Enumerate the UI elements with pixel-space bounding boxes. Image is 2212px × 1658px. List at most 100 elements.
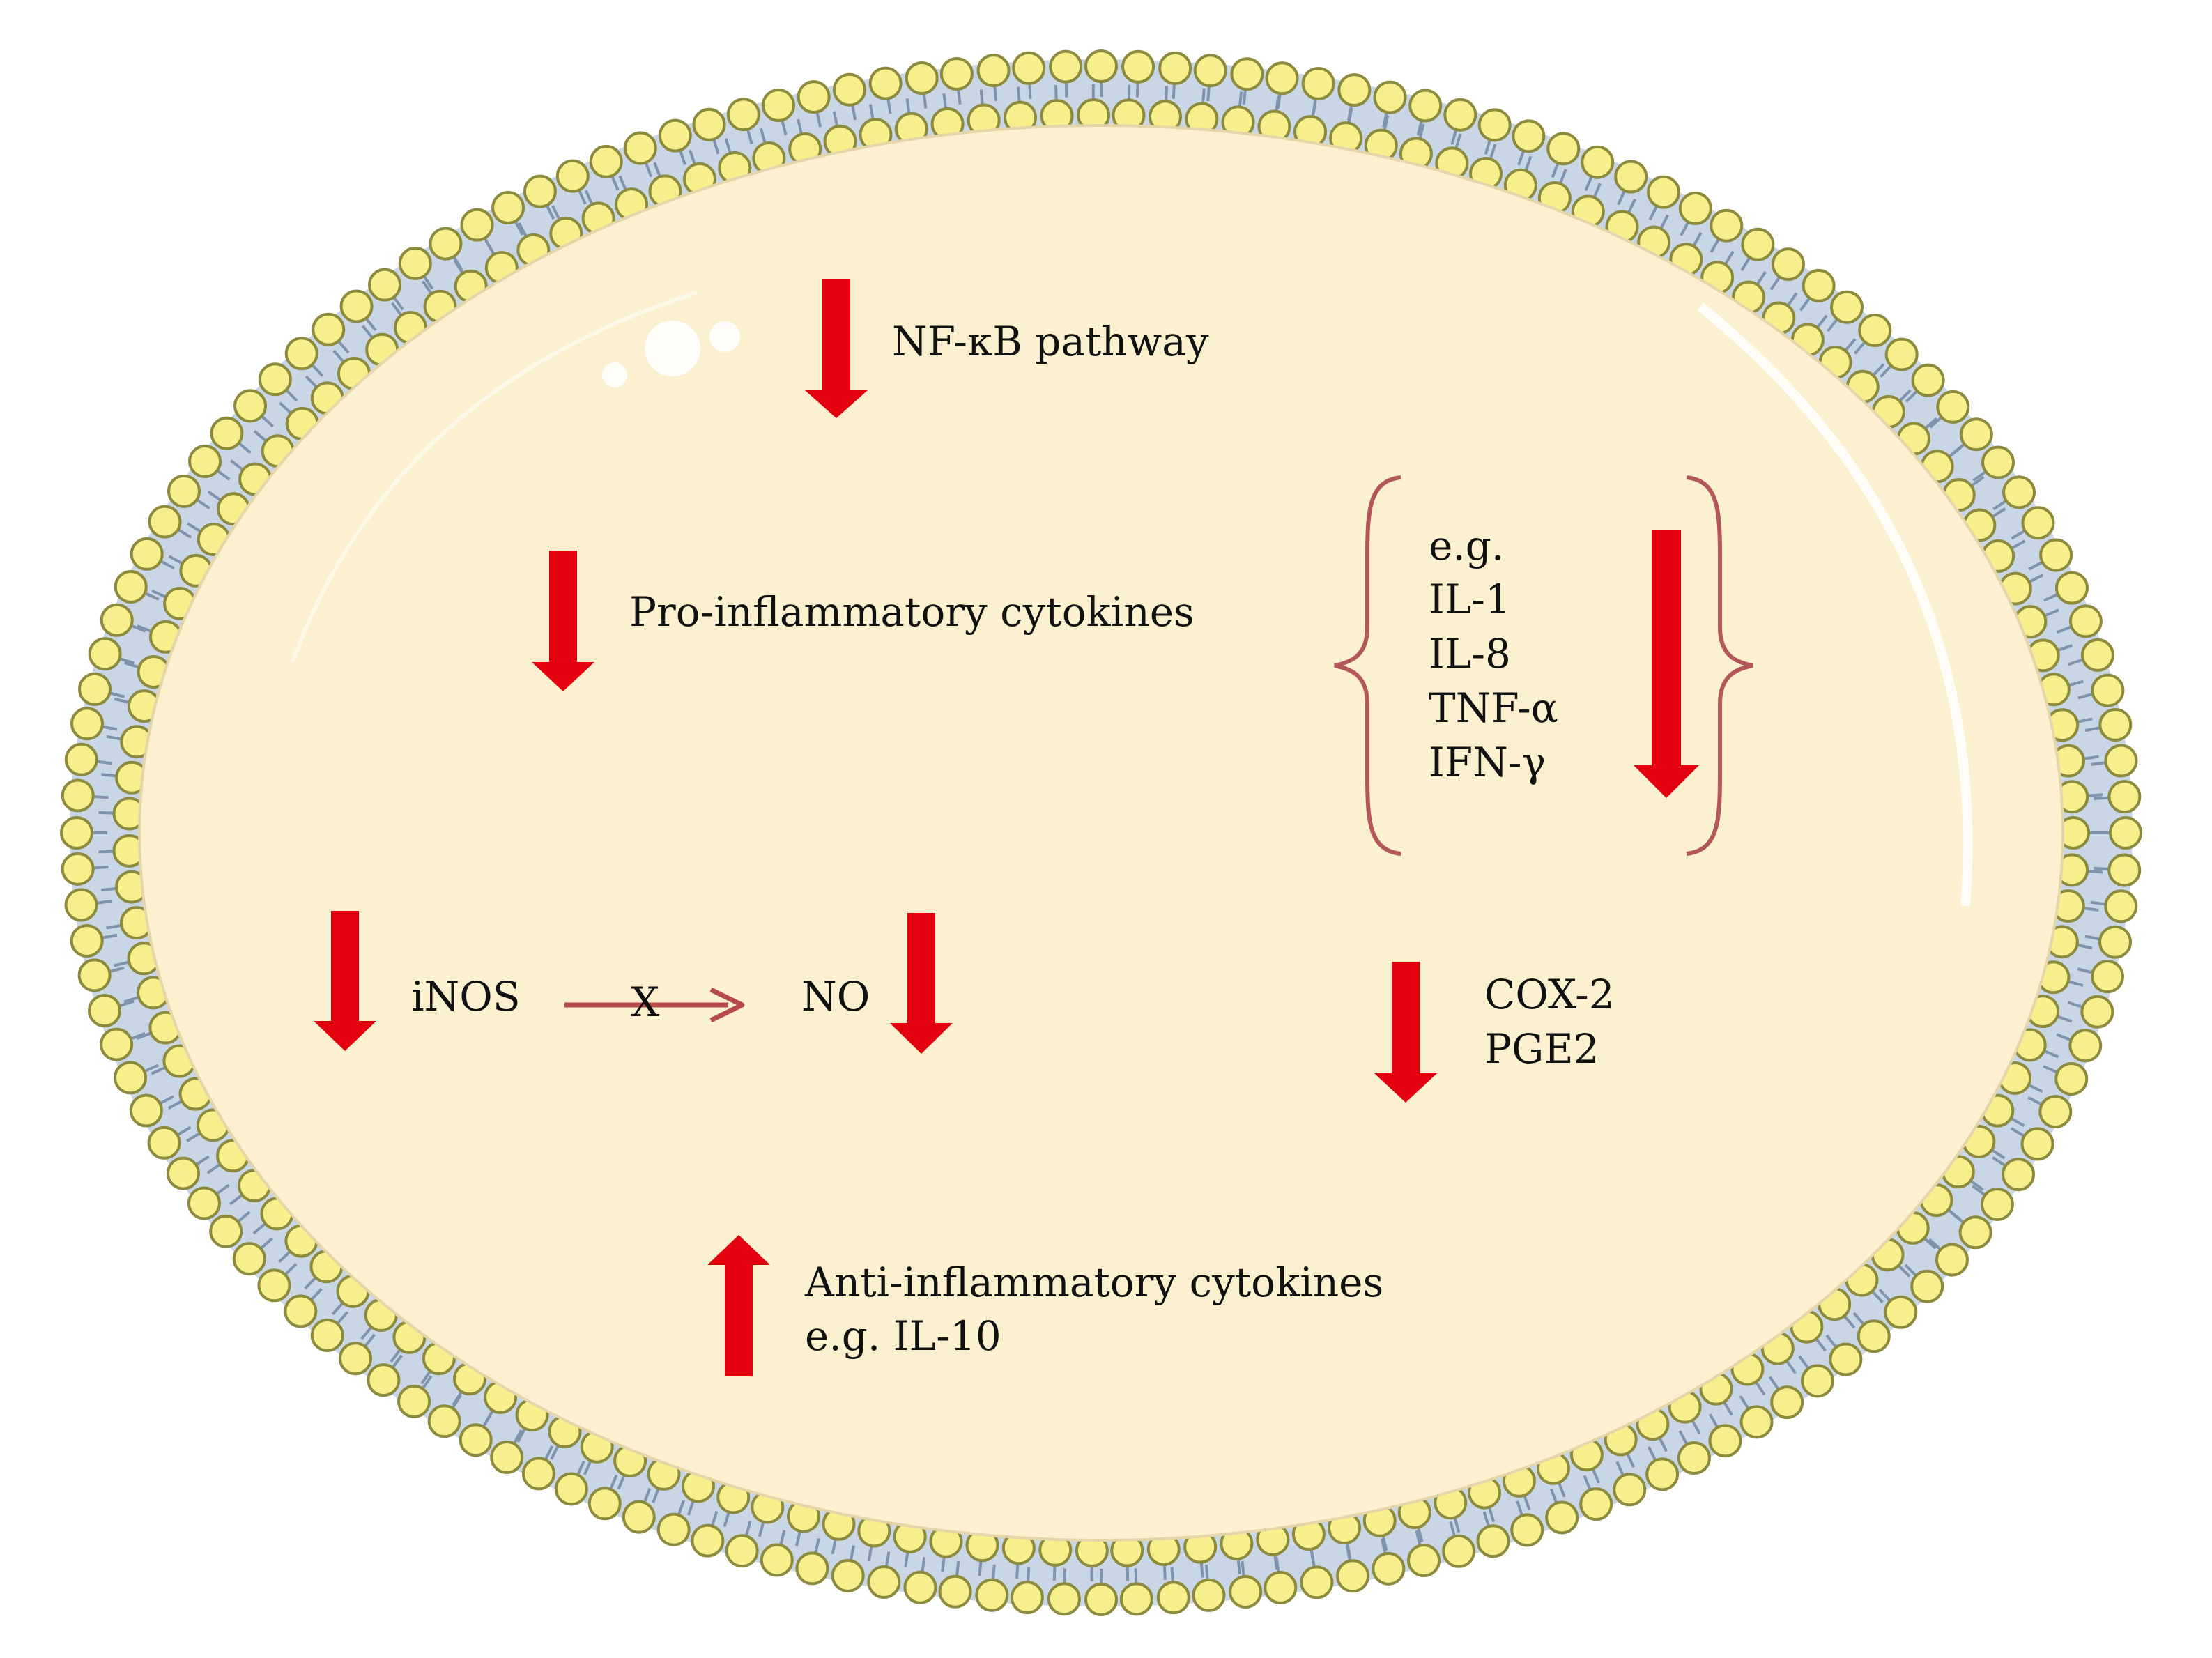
lipid-head-outer <box>2038 1095 2073 1129</box>
lipid-head-outer <box>1614 160 1648 194</box>
lipid-head-outer <box>832 72 866 107</box>
lipid-tail <box>252 1221 268 1235</box>
lipid-head-outer <box>61 852 95 886</box>
lipid-tail <box>2084 726 2103 732</box>
lipid-tail <box>100 933 118 940</box>
lipid-head-outer <box>1192 1578 1226 1612</box>
lipid-tail <box>677 1500 685 1517</box>
lipid-head-outer <box>257 1268 291 1303</box>
lipid-head-outer <box>1936 390 1970 424</box>
lipid-head-outer <box>1010 1581 1044 1615</box>
lipid-tail <box>2094 796 2111 800</box>
lipid-head-outer <box>429 227 463 261</box>
lipid-head-outer <box>1581 145 1615 179</box>
lipid-tail <box>304 1275 318 1290</box>
lipid-head-outer <box>868 66 903 100</box>
lipid-head-outer <box>166 1156 200 1190</box>
lipid-head-outer <box>1829 1342 1863 1376</box>
lipid-head-outer <box>2020 1127 2054 1161</box>
lipid-head-outer <box>1084 1583 1118 1616</box>
lipid-tail <box>331 1300 345 1315</box>
lipid-head-outer <box>1442 1534 1476 1568</box>
lipid-head-outer <box>1443 98 1477 132</box>
lipid-head-outer <box>587 1487 622 1521</box>
lipid-head-outer <box>1546 132 1581 166</box>
lipid-tail <box>1691 231 1703 248</box>
lipid-head-outer <box>284 1294 318 1328</box>
lipid-head-outer <box>1264 1571 1298 1605</box>
lipid-head-outer <box>210 416 244 450</box>
lipid-tail <box>1739 1395 1751 1411</box>
lipid-tail <box>2028 560 2045 571</box>
lipid-tail <box>584 190 594 206</box>
lipid-head-outer <box>2002 1158 2036 1192</box>
lipid-head-outer <box>1229 1575 1263 1609</box>
lipid-head-outer <box>2080 995 2114 1029</box>
lipid-tail <box>1969 475 1985 489</box>
lipid-head-outer <box>761 88 795 122</box>
lipid-tail <box>1134 1568 1138 1586</box>
lipid-head-outer <box>1980 1187 2014 1221</box>
lipid-head-outer <box>1476 1524 1510 1558</box>
lipid-head-outer <box>427 1404 461 1438</box>
lipid-tail <box>867 1544 873 1562</box>
lipid-tail <box>1523 155 1533 173</box>
lipid-tail <box>516 1426 527 1443</box>
lipid-tail <box>1516 1500 1524 1518</box>
inner-highlight-left <box>291 291 698 663</box>
lipid-tail <box>1054 85 1058 102</box>
cytokine-il8: IL-8 <box>1429 630 1511 677</box>
lipid-tail <box>2082 906 2099 912</box>
lipid-tail <box>2068 658 2085 666</box>
lipid-head-outer <box>1119 1582 1153 1616</box>
lipid-tail <box>2027 1082 2043 1093</box>
lipid-tail <box>206 1162 222 1174</box>
lipid-head-outer <box>1884 1295 1918 1329</box>
inos-down-arrow <box>314 911 376 1051</box>
lipid-tail <box>1740 255 1752 272</box>
lipid-tail <box>1201 88 1206 105</box>
lipid-tail <box>2086 793 2103 797</box>
lipid-head-outer <box>905 61 939 95</box>
lipid-head-outer <box>70 707 104 741</box>
lipid-tail <box>129 1031 146 1041</box>
lipid-tail <box>2043 1065 2059 1075</box>
lipid-tail <box>1415 1530 1422 1548</box>
lipid-tail <box>1558 169 1567 186</box>
lipid-tail <box>214 1183 230 1197</box>
lipid-head-outer <box>1193 54 1227 88</box>
lipid-tail <box>101 773 118 778</box>
lipid-tail <box>1549 1488 1559 1505</box>
lipid-tail <box>2066 979 2084 988</box>
lipid-tail <box>1990 507 2006 519</box>
anti-inflammatory-label: Anti-inflammatory cytokines <box>804 1259 1383 1306</box>
lipid-head-outer <box>523 174 557 208</box>
inner-highlight-right <box>1697 302 1973 907</box>
lipid-head-outer <box>1337 73 1372 107</box>
nfkb-label: NF-κB pathway <box>892 318 1209 365</box>
cytokine-il1: IL-1 <box>1429 576 1511 623</box>
lipid-tail <box>1017 86 1021 104</box>
lipid-head-outer <box>1510 1513 1544 1547</box>
no-label: NO <box>801 973 870 1020</box>
lipid-tail <box>107 966 125 974</box>
lipid-head-outer <box>1800 1364 1834 1398</box>
lipid-head-outer <box>398 246 432 280</box>
lipid-head-outer <box>1084 49 1118 83</box>
lipid-tail <box>1814 1337 1827 1352</box>
lipid-head-outer <box>1579 1487 1613 1521</box>
lipid-head-outer <box>1121 49 1155 84</box>
lipid-head-outer <box>312 312 346 346</box>
lipid-head-outer <box>656 1512 691 1546</box>
lipid-tail <box>1064 80 1068 98</box>
lipid-tail <box>114 697 131 705</box>
lipid-head-outer <box>2091 673 2125 707</box>
lipid-head-outer <box>975 1578 1009 1612</box>
lipid-head-outer <box>188 445 222 479</box>
lipid-head-outer <box>114 569 148 604</box>
lipid-tail <box>1418 123 1425 141</box>
lipid-head-outer <box>1739 1405 1774 1439</box>
lipid-head-outer <box>1830 290 1864 324</box>
lipid-head-outer <box>555 159 590 193</box>
lipid-tail <box>1482 1511 1491 1528</box>
